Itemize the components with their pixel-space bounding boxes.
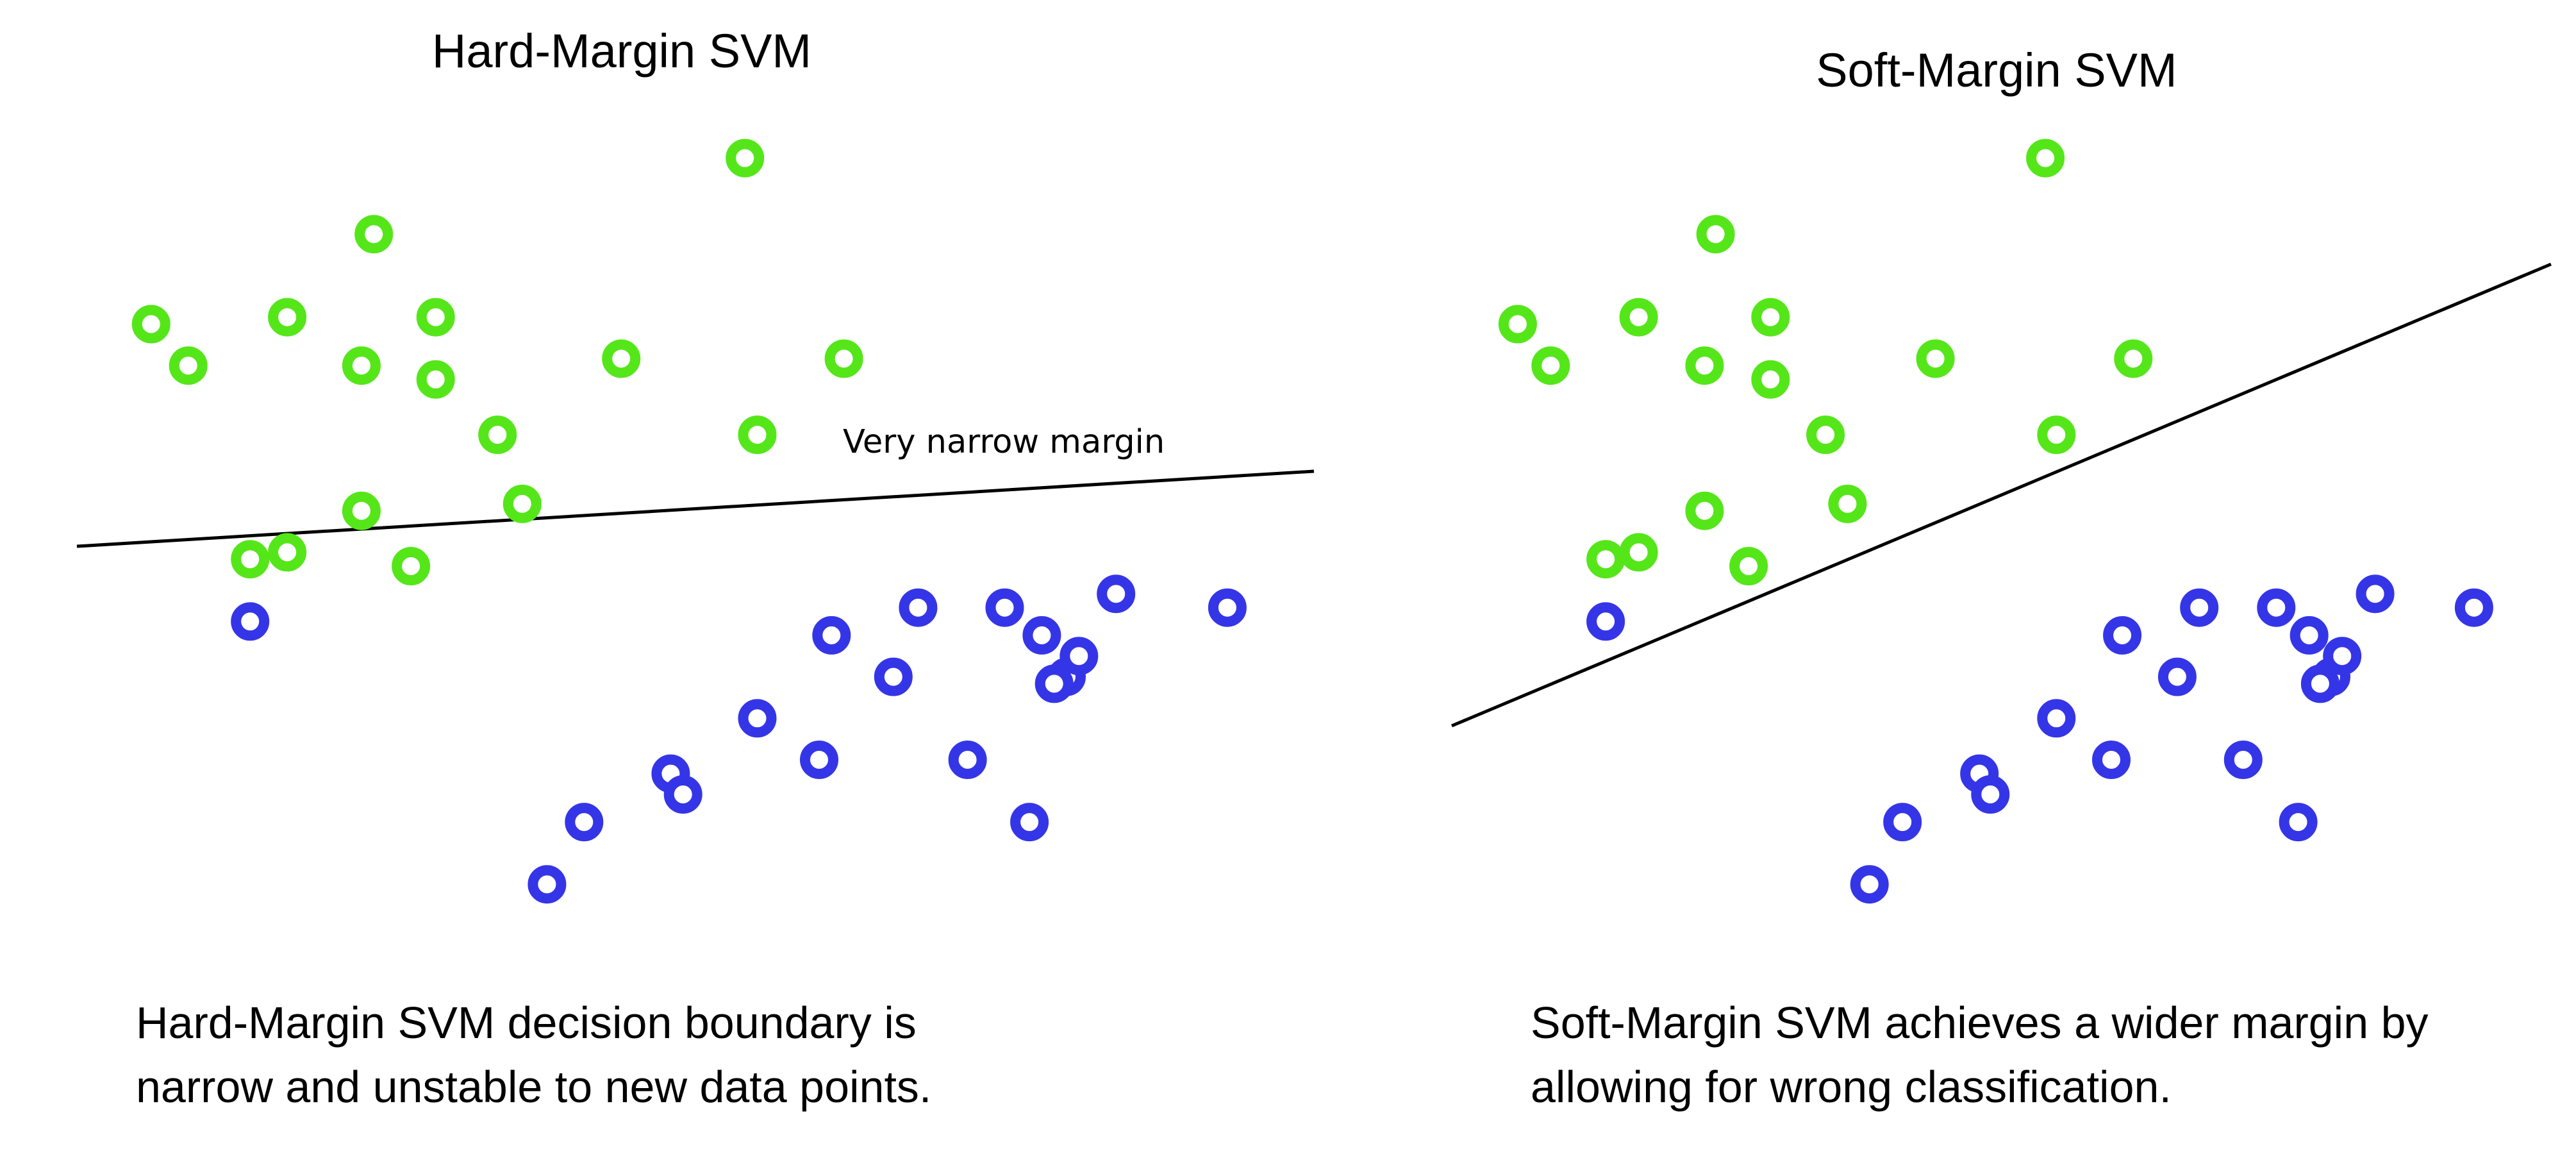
green-data-point	[824, 339, 863, 378]
green-data-point	[503, 484, 542, 523]
green-data-point	[1751, 360, 1790, 399]
green-data-point	[392, 547, 431, 585]
blue-data-point	[2223, 741, 2263, 779]
green-data-point	[726, 138, 765, 178]
green-data-point	[231, 540, 270, 579]
blue-data-point	[1097, 574, 1136, 614]
hard-margin-decision-boundary	[76, 469, 1315, 548]
blue-data-point	[1850, 865, 1889, 904]
soft-margin-title: Soft-Margin SVM	[1816, 44, 2177, 97]
blue-data-point	[874, 657, 913, 696]
hard-margin-panel: Hard-Margin SVM Very narrow margin	[76, 24, 1315, 904]
green-data-point	[1685, 346, 1724, 385]
blue-data-point	[2323, 637, 2362, 676]
green-data-point	[602, 339, 641, 378]
hard-margin-points	[131, 138, 1247, 904]
blue-data-point	[2157, 657, 2197, 696]
blue-data-point	[2257, 588, 2296, 627]
green-data-point	[1696, 215, 1735, 254]
blue-data-point	[2037, 699, 2076, 738]
green-data-point	[1751, 298, 1790, 337]
blue-data-point	[1208, 588, 1247, 627]
green-data-point	[169, 346, 208, 385]
blue-data-point	[812, 616, 851, 655]
green-data-point	[478, 415, 517, 455]
green-data-point	[354, 215, 394, 254]
soft-margin-panel: Soft-Margin SVM	[1451, 44, 2552, 904]
green-data-point	[2037, 415, 2076, 455]
blue-data-point	[2103, 616, 2142, 655]
green-data-point	[1806, 415, 1845, 455]
hard-margin-caption-line-2: narrow and unstable to new data points.	[136, 1062, 932, 1112]
green-data-point	[1619, 298, 1658, 337]
green-data-point	[1916, 339, 1955, 378]
blue-data-point	[2180, 588, 2219, 627]
blue-data-point	[2279, 803, 2318, 842]
green-data-point	[1498, 305, 1537, 344]
green-data-point	[342, 346, 381, 385]
blue-data-point	[1586, 602, 1625, 641]
blue-data-point	[1010, 803, 1049, 842]
blue-data-point	[985, 588, 1024, 627]
green-data-point	[416, 298, 455, 337]
blue-data-point	[2300, 664, 2339, 703]
green-data-point	[1685, 491, 1724, 530]
blue-data-point	[1883, 803, 1922, 842]
blue-data-point	[1022, 616, 1061, 655]
blue-data-point	[800, 741, 838, 779]
blue-data-point	[738, 699, 777, 738]
blue-data-point	[899, 588, 938, 627]
green-data-point	[1828, 484, 1867, 523]
green-data-point	[1586, 540, 1625, 579]
soft-margin-decision-boundary	[1451, 262, 2552, 728]
green-data-point	[2026, 138, 2065, 178]
soft-margin-points	[1498, 138, 2493, 904]
hard-margin-caption-line-1: Hard-Margin SVM decision boundary is	[136, 998, 917, 1048]
soft-margin-caption: Soft-Margin SVM achieves a wider margin …	[1531, 991, 2429, 1119]
blue-data-point	[2092, 741, 2131, 779]
green-data-point	[268, 298, 307, 337]
green-data-point	[2114, 339, 2153, 378]
green-data-point	[268, 533, 307, 572]
blue-data-point	[2454, 588, 2493, 627]
blue-data-point	[1971, 775, 2010, 814]
blue-data-point	[231, 602, 270, 641]
blue-data-point	[528, 865, 567, 904]
narrow-margin-annotation: Very narrow margin	[843, 423, 1165, 461]
blue-data-point	[2356, 574, 2395, 614]
green-data-point	[131, 305, 170, 344]
green-data-point	[1531, 346, 1570, 385]
green-data-point	[416, 360, 455, 399]
blue-data-point	[2289, 616, 2329, 655]
green-data-point	[342, 491, 381, 530]
green-data-point	[738, 415, 777, 455]
green-data-point	[1619, 533, 1658, 572]
soft-margin-caption-line-1: Soft-Margin SVM achieves a wider margin …	[1531, 998, 2429, 1048]
soft-margin-caption-line-2: allowing for wrong classification.	[1531, 1062, 2172, 1112]
hard-margin-title: Hard-Margin SVM	[432, 24, 811, 78]
green-data-point	[1729, 547, 1768, 585]
blue-data-point	[1035, 664, 1074, 703]
blue-data-point	[1059, 637, 1099, 676]
blue-data-point	[948, 741, 987, 779]
blue-data-point	[663, 775, 702, 814]
blue-data-point	[565, 803, 604, 842]
hard-margin-caption: Hard-Margin SVM decision boundary is nar…	[136, 991, 931, 1119]
